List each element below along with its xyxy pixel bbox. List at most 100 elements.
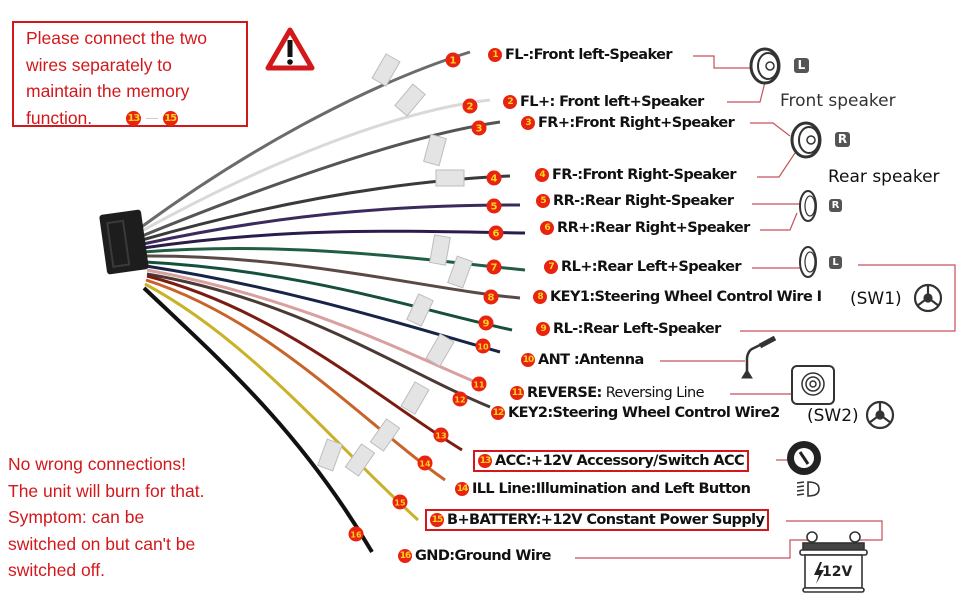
wire-1 — [139, 50, 471, 230]
wire-8 — [143, 254, 521, 300]
wire-code: FR-: — [552, 167, 583, 183]
wire-desc: Rear Left-Speaker — [582, 321, 721, 337]
wire-tag — [423, 133, 447, 167]
wire-16 — [142, 286, 374, 554]
label-badge: 15 — [430, 513, 444, 527]
wire-badge-4 — [486, 170, 502, 186]
warning-line: wires separately to — [26, 54, 172, 75]
wire-badge-number: 16 — [350, 531, 362, 540]
warning-line: Please connect the two — [26, 28, 207, 48]
label-badge: 4 — [535, 168, 549, 182]
wire-badge-number: 11 — [473, 381, 485, 390]
wire-12 — [146, 272, 491, 409]
warning-triangle-icon — [265, 27, 315, 71]
wire-desc: Rear Left+Speaker — [596, 259, 742, 275]
headlight-icon — [796, 481, 820, 497]
wire-badge-number: 6 — [493, 229, 500, 240]
right-tag: R — [829, 199, 842, 212]
wire-badge-6 — [488, 225, 504, 241]
wire-desc: +12V Accessory/Switch ACC — [530, 453, 745, 469]
wire-badge-number: 10 — [477, 343, 489, 352]
wire-desc: Steering Wheel Control Wire I — [594, 289, 823, 305]
wire-badge-number: 4 — [491, 174, 498, 185]
wire-5 — [142, 203, 521, 246]
label-badge: 7 — [544, 260, 558, 274]
wire-badge-2 — [462, 98, 478, 114]
warning-line-text: function. — [26, 107, 93, 128]
rear-speaker-label: Rear speaker — [828, 167, 940, 187]
warning-line: maintain the memory — [26, 81, 190, 101]
wire-code: REVERSE: — [527, 385, 602, 401]
steering-wheel-icon-sw1 — [913, 283, 943, 313]
wire-badge-number: 15 — [394, 499, 406, 508]
wire-desc: Steering Wheel Control Wire2 — [552, 405, 781, 421]
left-tag: L — [794, 58, 809, 73]
wire-desc: Ground Wire — [454, 548, 551, 564]
wire-tag — [447, 255, 473, 289]
wire-code: ANT : — [538, 352, 580, 368]
sw2-label: (SW2) — [807, 406, 859, 426]
warning-line: function. 13 15 — [26, 105, 246, 132]
memory-warning-box: Please connect the two wires separately … — [12, 21, 248, 128]
wire-code: KEY1: — [550, 289, 595, 305]
warning-line: No wrong connections! — [8, 454, 187, 474]
rear-right-speaker-icon — [799, 190, 817, 222]
wire-badge-5 — [486, 198, 502, 214]
warning-line: switched on but can't be — [8, 533, 196, 554]
label-badge: 11 — [510, 386, 524, 400]
wire-tag — [400, 381, 430, 415]
wire-15 — [144, 282, 420, 522]
wire-code: GND: — [415, 548, 455, 564]
label-badge: 14 — [455, 482, 469, 496]
leader-line-1 — [693, 55, 752, 69]
wire-desc: Front Right+Speaker — [574, 115, 735, 131]
wire-badge-9 — [478, 315, 494, 331]
label-badge: 6 — [540, 221, 554, 235]
wire-badge-number: 1 — [450, 56, 457, 67]
wire-code: FL-: — [505, 47, 534, 63]
wire-badge-7 — [486, 259, 502, 275]
wire-3 — [141, 120, 501, 238]
wire-code: ILL Line: — [472, 481, 536, 497]
wrong-connection-warning: No wrong connections! The unit will burn… — [8, 451, 204, 584]
wire-tag — [369, 418, 401, 452]
rear-left-speaker-icon — [799, 246, 817, 278]
wire-tag — [394, 83, 426, 117]
wire-10 — [145, 264, 501, 354]
leader-line-4 — [757, 152, 796, 178]
label-badge: 13 — [478, 454, 492, 468]
wire-2 — [139, 98, 491, 234]
label-badge: 16 — [398, 549, 412, 563]
wire-desc: Antenna — [579, 352, 644, 368]
wire-4 — [141, 174, 511, 242]
wire-desc: Front left+Speaker — [554, 94, 704, 110]
wire-badge-15 — [392, 494, 408, 510]
label-badge: 12 — [491, 406, 505, 420]
steering-wheel-icon-sw2 — [865, 400, 895, 430]
leader-line-3 — [750, 122, 791, 137]
wire-code: B+BATTERY: — [447, 512, 541, 528]
leader-line-9-sw1 — [740, 264, 956, 332]
wire-badge-1 — [445, 52, 461, 68]
warning-line: switched off. — [8, 560, 105, 580]
sw1-label: (SW1) — [850, 289, 902, 309]
wire-badge-number: 7 — [491, 263, 498, 274]
wire-code: ACC: — [495, 453, 532, 469]
right-tag: R — [835, 132, 850, 147]
label-badge: 10 — [521, 353, 535, 367]
battery-voltage-label: 12V — [822, 564, 853, 580]
wire-tag — [429, 234, 451, 266]
label-badge: 5 — [536, 194, 550, 208]
wire-code: FL+: — [520, 94, 555, 110]
wire-desc: Front Right-Speaker — [582, 167, 737, 183]
